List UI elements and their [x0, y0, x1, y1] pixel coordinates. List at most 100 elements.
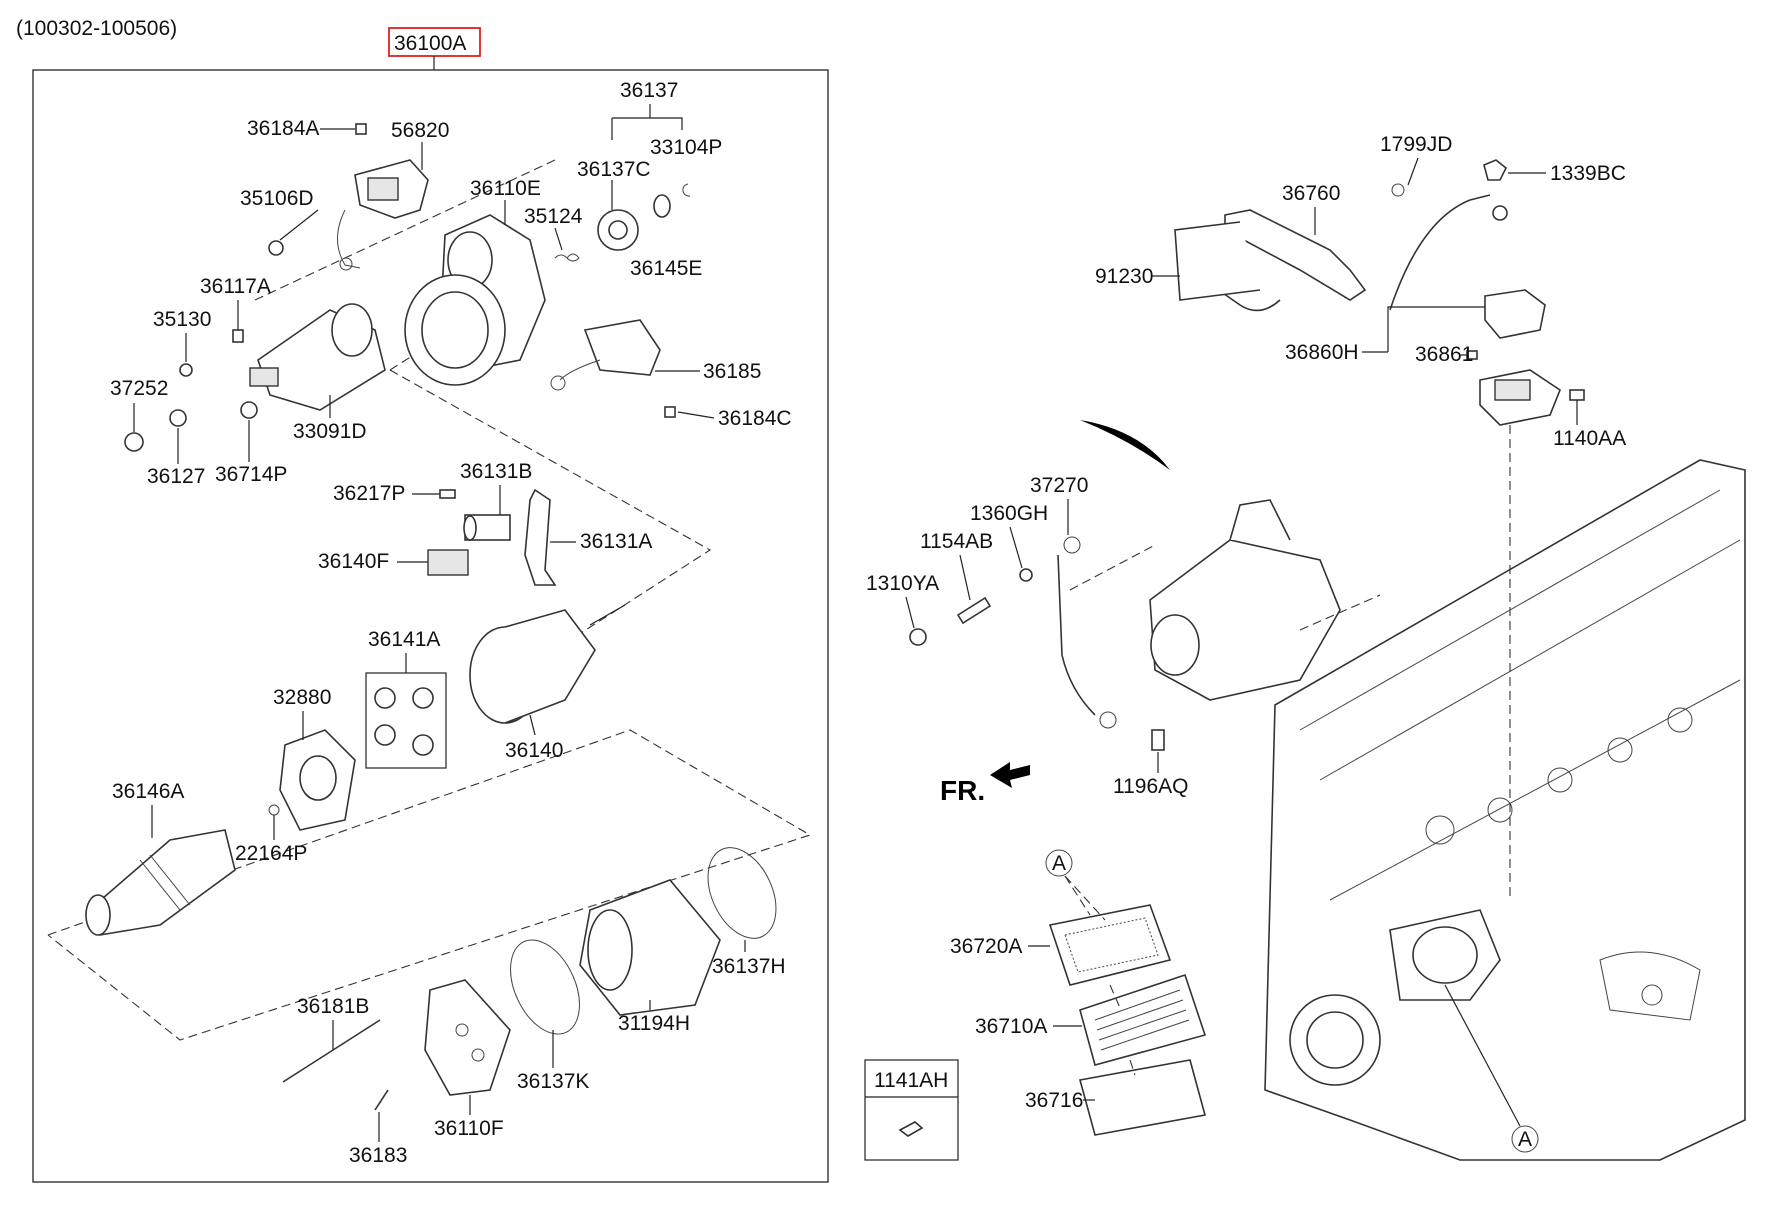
callout-35130[interactable]: 35130	[153, 308, 211, 331]
planetary-gears-36141a[interactable]	[365, 672, 447, 769]
callout-36720a[interactable]: 36720A	[950, 935, 1022, 958]
callout-36860h[interactable]: 36860H	[1285, 341, 1359, 364]
through-bolt-36181b[interactable]	[282, 1019, 381, 1083]
callout-1799jd[interactable]: 1799JD	[1380, 133, 1452, 156]
protector-91230[interactable]	[1174, 221, 1261, 301]
callout-36181b[interactable]: 36181B	[297, 995, 369, 1018]
callout-36710a[interactable]: 36710A	[975, 1015, 1047, 1038]
callout-36145e[interactable]: 36145E	[630, 257, 702, 280]
callout-36141a[interactable]: 36141A	[368, 628, 440, 651]
callout-36110f[interactable]: 36110F	[434, 1117, 504, 1140]
callout-36183[interactable]: 36183	[349, 1144, 407, 1167]
pin-36217p[interactable]	[439, 489, 456, 499]
o-ring-36137h[interactable]	[695, 837, 790, 949]
bolt-1140aa[interactable]	[1569, 389, 1585, 401]
callout-31194h[interactable]: 31194H	[618, 1012, 690, 1035]
nut-36127[interactable]	[169, 409, 187, 427]
ball-22164p[interactable]	[268, 804, 280, 816]
reference-a-top: A	[1052, 852, 1066, 875]
stud-1154ab[interactable]	[956, 596, 992, 625]
reference-circle-a-top	[1045, 849, 1073, 877]
callout-35124[interactable]: 35124	[524, 205, 583, 228]
callout-36760[interactable]: 36760	[1282, 182, 1340, 205]
callout-32880[interactable]: 32880	[273, 686, 331, 709]
callout-22164p[interactable]: 22164P	[235, 842, 307, 865]
holder-36140f[interactable]	[427, 549, 469, 576]
callout-36184c[interactable]: 36184C	[718, 407, 792, 430]
end-frame-36110f[interactable]	[424, 979, 511, 1096]
screw-36184c[interactable]	[664, 406, 676, 418]
cable-37270[interactable]	[1057, 536, 1117, 729]
pinion-36137c[interactable]	[597, 209, 639, 251]
callout-33104p[interactable]: 33104P	[650, 136, 722, 159]
callout-36137[interactable]: 36137	[620, 79, 678, 102]
starter-motor-assembly[interactable]	[1149, 499, 1341, 701]
callout-36137c[interactable]: 36137C	[577, 158, 651, 181]
clutch-36140[interactable]	[469, 604, 626, 724]
callout-1154ab[interactable]: 1154AB	[920, 530, 993, 553]
callout-36117a[interactable]: 36117A	[200, 275, 271, 298]
callout-1196aq[interactable]: 1196AQ	[1113, 775, 1189, 798]
callout-37252[interactable]: 37252	[110, 377, 168, 400]
bolt-36117a[interactable]	[232, 329, 244, 343]
washer-36145e[interactable]	[653, 194, 671, 218]
screw-36183[interactable]	[374, 1089, 389, 1111]
solenoid-switch-56820[interactable]	[337, 159, 429, 271]
assembly-label[interactable]: 36100A	[394, 32, 466, 55]
callout-1339bc[interactable]: 1339BC	[1550, 162, 1626, 185]
callout-1140aa[interactable]: 1140AA	[1553, 427, 1626, 450]
front-direction-label: FR.	[940, 775, 985, 806]
callout-36716[interactable]: 36716	[1025, 1089, 1083, 1112]
relay-36860h[interactable]	[1479, 289, 1561, 426]
yoke-31194h[interactable]	[579, 879, 721, 1016]
callout-36140[interactable]: 36140	[505, 739, 563, 762]
brush-holder-36185[interactable]	[550, 319, 661, 391]
bolt-1196aq[interactable]	[1151, 729, 1165, 751]
plate-32880[interactable]	[279, 729, 356, 831]
clip-1799jd[interactable]	[1391, 183, 1405, 197]
callout-35106d[interactable]: 35106D	[240, 187, 314, 210]
o-ring-36137k[interactable]	[497, 929, 594, 1045]
callout-36127[interactable]: 36127	[147, 465, 205, 488]
callout-1310ya[interactable]: 1310YA	[866, 572, 939, 595]
callout-36217p[interactable]: 36217P	[333, 482, 405, 505]
callout-37270[interactable]: 37270	[1030, 474, 1088, 497]
nut-1310ya[interactable]	[909, 628, 927, 646]
nut-35106d[interactable]	[268, 240, 284, 256]
armature-36146a[interactable]	[85, 829, 236, 936]
reference-circle-a-bottom	[1511, 1125, 1539, 1153]
callout-36137k[interactable]: 36137K	[517, 1070, 589, 1093]
callout-36184a[interactable]: 36184A	[247, 117, 319, 140]
nut-35130[interactable]	[179, 363, 193, 377]
callout-36140f[interactable]: 36140F	[318, 550, 389, 573]
bolt-36184a[interactable]	[355, 123, 367, 135]
callout-1141ah[interactable]: 1141AH	[874, 1069, 948, 1092]
gasket-36716[interactable]	[1078, 1059, 1207, 1136]
callout-91230[interactable]: 91230	[1095, 265, 1153, 288]
nut-1339bc[interactable]	[1483, 159, 1508, 221]
callout-36131b[interactable]: 36131B	[460, 460, 532, 483]
lever-36131b[interactable]	[463, 514, 511, 541]
callout-36131a[interactable]: 36131A	[580, 530, 652, 553]
cap-37252[interactable]	[124, 432, 144, 452]
callout-36146a[interactable]: 36146A	[112, 780, 184, 803]
engine-block	[1264, 459, 1746, 1161]
screw-1141ah[interactable]	[898, 1121, 924, 1137]
callout-56820[interactable]: 56820	[391, 119, 449, 142]
gasket-36720a[interactable]	[1048, 904, 1172, 986]
callout-1360gh[interactable]: 1360GH	[970, 502, 1048, 525]
callout-36185[interactable]: 36185	[703, 360, 761, 383]
callout-33091d[interactable]: 33091D	[293, 420, 367, 443]
spring-35124[interactable]	[554, 253, 580, 262]
callout-36714p[interactable]: 36714P	[215, 463, 287, 486]
callout-36110e[interactable]: 36110E	[470, 177, 541, 200]
housing-36110e[interactable]	[404, 214, 546, 386]
solenoid-33091d[interactable]	[249, 303, 386, 411]
washer-1360gh[interactable]	[1019, 568, 1033, 582]
washer-36714p[interactable]	[240, 401, 258, 419]
snap-ring-33104p[interactable]	[682, 183, 691, 197]
callout-36861[interactable]: 36861	[1415, 343, 1473, 366]
cooler-36710a[interactable]	[1079, 973, 1207, 1066]
callout-36137h[interactable]: 36137H	[712, 955, 786, 978]
lever-36131a[interactable]	[524, 488, 557, 586]
